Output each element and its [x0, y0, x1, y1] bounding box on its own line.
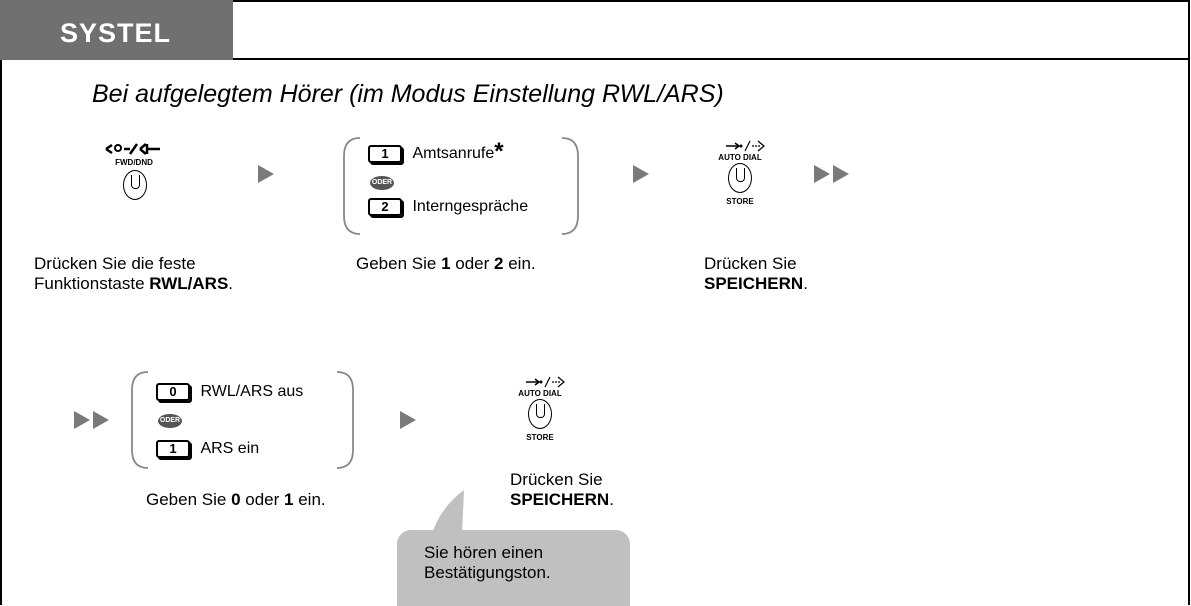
bubble-tail [432, 490, 464, 534]
double-arrow-1b [833, 165, 849, 183]
step2-caption-mid: oder [450, 254, 495, 273]
step2-caption-b2: 2 [494, 254, 504, 273]
step5-caption: Drücken Sie SPEICHERN. [510, 470, 670, 510]
double-arrow-2b [93, 411, 109, 429]
auto-dial-icon [526, 376, 565, 388]
header-tab: SYSTEL [0, 0, 233, 60]
or-badge-1: ODER [370, 176, 394, 190]
arrow-2 [633, 165, 649, 183]
step2-caption-b1: 1 [441, 254, 451, 273]
bracket-left-1 [343, 137, 361, 235]
option-rwl-ars-aus[interactable]: 0 RWL/ARS aus [156, 383, 303, 401]
digit-key-1[interactable]: 1 [368, 145, 402, 163]
double-arrow-2a [74, 411, 90, 429]
auto-dial-button-shape [528, 399, 552, 429]
auto-dial-icon [726, 140, 765, 152]
bubble-line1: Sie hören einen [424, 543, 544, 562]
step3-caption-suffix: . [803, 274, 808, 293]
auto-dial-store-key[interactable]: AUTO DIAL STORE [710, 139, 780, 209]
store-label: STORE [526, 433, 554, 442]
step1-caption-key: RWL/ARS [149, 274, 229, 293]
step3-caption-key: SPEICHERN [704, 274, 804, 293]
digit-key-2[interactable]: 2 [368, 198, 402, 216]
option-interngespraeche[interactable]: 2 Interngespräche [368, 198, 528, 216]
step3-caption-line1: Drücken Sie [704, 254, 797, 273]
confirmation-tone-bubble: Sie hören einen Bestätigungston. [397, 530, 630, 606]
step4-caption-prefix: Geben Sie [146, 490, 232, 509]
step1-caption-suffix: . [228, 274, 234, 293]
auto-dial-button-shape [728, 163, 752, 193]
option-rwl-ars-aus-label: RWL/ARS aus [200, 383, 304, 401]
fwd-dnd-button-shape [123, 170, 147, 200]
digit-key-1-row2[interactable]: 1 [156, 440, 190, 458]
step4-caption-b1: 0 [231, 490, 241, 509]
fwd-dnd-label: FWD/DND [115, 158, 153, 167]
step5-caption-key: SPEICHERN [510, 490, 610, 509]
arrow-1 [258, 165, 274, 183]
step5-caption-line1: Drücken Sie [510, 470, 603, 489]
bracket-left-2 [131, 371, 149, 469]
auto-dial-store-key-2[interactable]: AUTO DIAL STORE [510, 375, 580, 445]
store-label: STORE [726, 197, 754, 206]
step3-caption: Drücken Sie SPEICHERN. [704, 254, 884, 294]
fwd-dnd-key[interactable]: FWD/DND [100, 142, 170, 204]
step2-caption: Geben Sie 1 oder 2 ein. [356, 254, 616, 274]
auto-dial-label: AUTO DIAL [718, 153, 762, 162]
step2-caption-prefix: Geben Sie [356, 254, 442, 273]
step1-caption: Drücken Sie die feste Funktionstaste RWL… [34, 254, 324, 294]
step1-caption-prefix: Funktionstaste [34, 274, 150, 293]
auto-dial-label: AUTO DIAL [518, 389, 562, 398]
step4-caption-suffix: ein. [293, 490, 326, 509]
bracket-right-1 [561, 137, 579, 235]
header-rule [233, 58, 1188, 60]
step1-caption-line1: Drücken Sie die feste [34, 254, 196, 273]
option-amtsanrufe-label: Amtsanrufe [412, 145, 495, 163]
step4-caption: Geben Sie 0 oder 1 ein. [146, 490, 406, 510]
step4-caption-mid: oder [240, 490, 285, 509]
step2-caption-suffix: ein. [503, 254, 536, 273]
step5-caption-suffix: . [609, 490, 614, 509]
fwd-dnd-icon [105, 143, 160, 155]
option-amtsanrufe[interactable]: 1 Amtsanrufe* [368, 140, 504, 164]
digit-key-0[interactable]: 0 [156, 383, 190, 401]
option-ars-ein[interactable]: 1 ARS ein [156, 440, 259, 458]
footnote-asterisk: * [494, 138, 504, 165]
bubble-line2: Bestätigungston. [424, 563, 551, 582]
or-badge-2: ODER [158, 414, 182, 428]
step4-caption-b2: 1 [284, 490, 294, 509]
arrow-3 [400, 411, 416, 429]
option-ars-ein-label: ARS ein [200, 440, 260, 458]
procedure-heading: Bei aufgelegtem Hörer (im Modus Einstell… [92, 80, 724, 108]
option-interngespraeche-label: Interngespräche [412, 198, 529, 216]
bracket-right-2 [336, 371, 354, 469]
double-arrow-1a [814, 165, 830, 183]
